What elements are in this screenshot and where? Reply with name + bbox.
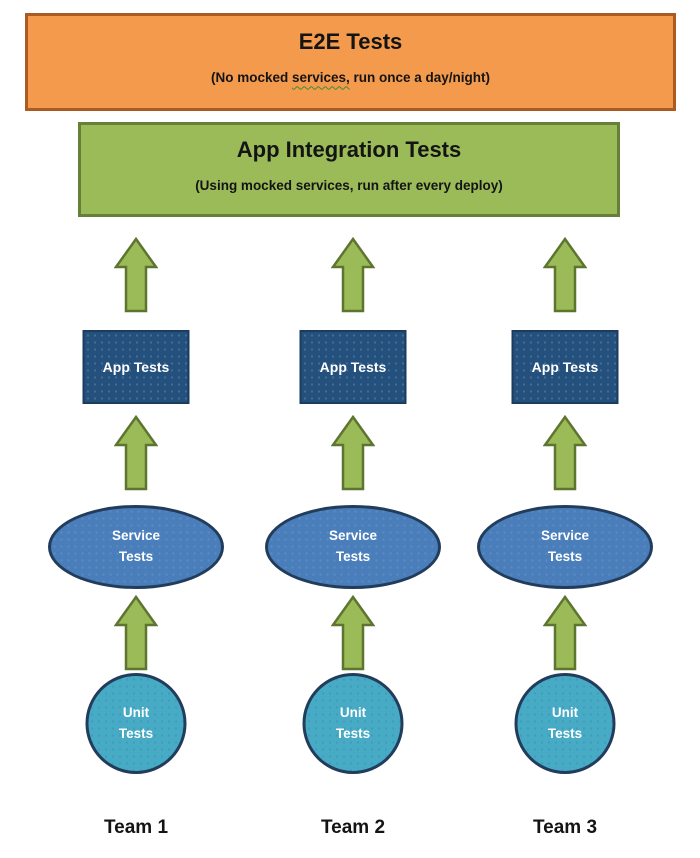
e2e-tests-title: E2E Tests bbox=[298, 29, 403, 54]
arrow-up-icon bbox=[331, 415, 375, 491]
unit-tests-label: Unit Tests bbox=[118, 704, 154, 741]
service-tests-ellipse: Service Tests bbox=[48, 505, 224, 589]
team-2-label: Team 2 bbox=[320, 817, 386, 838]
service-tests-ellipse: Service Tests bbox=[265, 505, 441, 589]
arrow-up-icon bbox=[331, 237, 375, 313]
team-2-column: App Tests Service Tests Unit Tests Team … bbox=[243, 0, 463, 858]
unit-tests-label: Unit Tests bbox=[547, 704, 583, 741]
unit-tests-circle: Unit Tests bbox=[85, 673, 187, 774]
arrow-up-icon bbox=[543, 237, 587, 313]
e2e-subtitle-spellcheck-word: services, bbox=[291, 70, 350, 86]
app-integration-tests-box: App Integration Tests (Using mocked serv… bbox=[78, 122, 620, 217]
unit-tests-label: Unit Tests bbox=[335, 704, 371, 741]
app-tests-label: App Tests bbox=[102, 359, 170, 375]
service-tests-label: Service Tests bbox=[328, 528, 378, 564]
service-tests-label: Service Tests bbox=[111, 528, 161, 564]
service-tests-ellipse: Service Tests bbox=[477, 505, 653, 589]
arrow-up-icon bbox=[331, 595, 375, 671]
arrow-up-icon bbox=[114, 415, 158, 491]
e2e-subtitle-before: (No mocked bbox=[210, 70, 292, 86]
app-integration-title: App Integration Tests bbox=[236, 137, 462, 162]
app-tests-label: App Tests bbox=[531, 359, 599, 375]
team-1-label: Team 1 bbox=[103, 817, 169, 838]
app-tests-label: App Tests bbox=[319, 359, 387, 375]
app-tests-box: App Tests bbox=[299, 330, 407, 404]
e2e-tests-subtitle: (No mocked services, run once a day/nigh… bbox=[211, 70, 490, 85]
team-3-label: Team 3 bbox=[532, 817, 598, 838]
arrow-up-icon bbox=[543, 595, 587, 671]
unit-tests-circle: Unit Tests bbox=[514, 673, 616, 774]
team-1-column: App Tests Service Tests Unit Tests Team … bbox=[26, 0, 246, 858]
app-tests-box: App Tests bbox=[82, 330, 190, 404]
unit-tests-circle: Unit Tests bbox=[302, 673, 404, 774]
team-3-column: App Tests Service Tests Unit Tests Team … bbox=[455, 0, 675, 858]
service-tests-label: Service Tests bbox=[540, 528, 590, 564]
app-integration-subtitle: (Using mocked services, run after every … bbox=[195, 178, 503, 194]
arrow-up-icon bbox=[114, 595, 158, 671]
arrow-up-icon bbox=[114, 237, 158, 313]
app-tests-box: App Tests bbox=[511, 330, 619, 404]
e2e-subtitle-after: run once a day/night) bbox=[349, 70, 491, 86]
e2e-tests-box: E2E Tests (No mocked services, run once … bbox=[25, 13, 676, 111]
arrow-up-icon bbox=[543, 415, 587, 491]
